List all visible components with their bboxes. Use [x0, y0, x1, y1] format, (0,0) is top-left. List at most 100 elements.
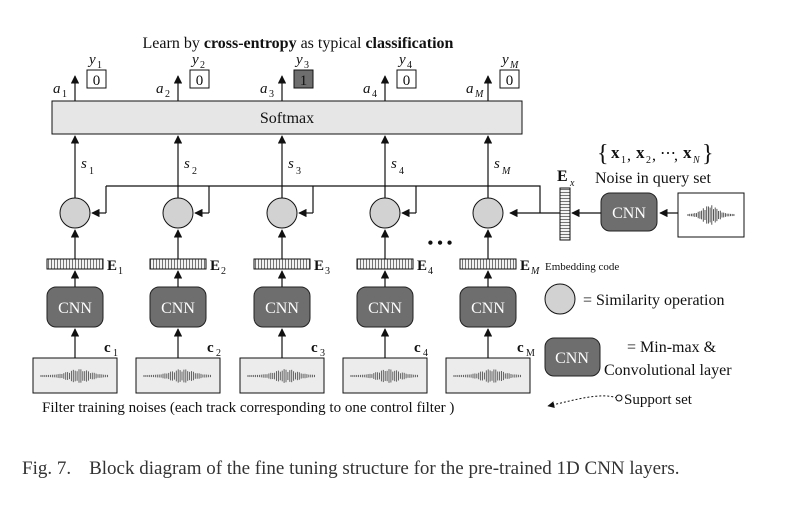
- input-label: c: [414, 340, 421, 356]
- embedding-label: E: [107, 258, 117, 274]
- embedding-label: E: [417, 258, 427, 274]
- target-label: y: [500, 52, 509, 68]
- svg-text:{: {: [597, 141, 609, 167]
- diagram-title: Learn by cross-entropy as typical classi…: [143, 35, 454, 52]
- target-label-sub: M: [509, 60, 519, 71]
- target-value: 1: [300, 73, 308, 89]
- target-value-box: [86, 69, 107, 89]
- support-set-dot: [615, 394, 623, 402]
- embedding-code-label: Embedding code: [545, 261, 619, 273]
- similarity-circle: [59, 197, 91, 229]
- target-label-sub: 1: [97, 60, 102, 71]
- target-value: 0: [403, 73, 411, 89]
- input-label-sub: 1: [113, 348, 118, 359]
- target-value: 0: [506, 73, 514, 89]
- output-label: a: [363, 81, 371, 97]
- cnn-label: CNN: [471, 300, 505, 317]
- target-value-box: [293, 69, 314, 89]
- embedding-label: E: [520, 258, 530, 274]
- output-label: a: [466, 81, 474, 97]
- output-label-sub: 4: [372, 89, 377, 100]
- input-label-sub: 2: [216, 348, 221, 359]
- target-value-box: [189, 69, 210, 89]
- svg-text:,: ,: [674, 147, 678, 164]
- embedding-bar: [253, 258, 311, 270]
- embedding-bar: [459, 258, 517, 270]
- target-value: 0: [196, 73, 204, 89]
- softmax-box: [51, 100, 523, 135]
- query-cnn-box: [600, 192, 658, 232]
- svg-text:x: x: [611, 143, 620, 162]
- embedding-bar: [46, 258, 104, 270]
- svg-text:N: N: [692, 155, 701, 166]
- cnn-label: CNN: [58, 300, 92, 317]
- figure-number: Fig. 7.: [22, 458, 72, 479]
- column-ellipsis: • • •: [428, 235, 453, 252]
- legend-cnn-line1: = Min-max &: [627, 339, 717, 356]
- target-label-sub: 4: [407, 60, 412, 71]
- target-label: y: [397, 52, 406, 68]
- query-waveform-icon: [687, 205, 735, 225]
- input-label-sub: 4: [423, 348, 428, 359]
- legend-cnn-box: [544, 337, 601, 377]
- query-embedding-bar: [559, 187, 571, 241]
- query-set-label: Noise in query set: [595, 170, 712, 187]
- cnn-label: CNN: [265, 300, 299, 317]
- legend-cnn-line2: Convolutional layer: [604, 362, 732, 379]
- embedding-bar: [356, 258, 414, 270]
- score-label-sub: 3: [296, 166, 301, 177]
- output-label-sub: 1: [62, 89, 67, 100]
- input-label-sub: 3: [320, 348, 325, 359]
- score-label-sub: M: [501, 166, 511, 177]
- score-label-sub: 4: [399, 166, 404, 177]
- target-value-box: [499, 69, 520, 89]
- output-label-sub: M: [474, 89, 484, 100]
- svg-text:,: ,: [652, 147, 656, 164]
- embedding-label-sub: 2: [221, 266, 226, 277]
- legend-similarity-label: = Similarity operation: [583, 292, 724, 309]
- query-embedding-label: E: [557, 168, 568, 185]
- score-label-sub: 2: [192, 166, 197, 177]
- output-label-sub: 3: [269, 89, 274, 100]
- input-label-sub: M: [526, 348, 535, 359]
- input-label: c: [207, 340, 214, 356]
- block-diagram: Learn by cross-entropy as typical classi…: [32, 35, 745, 416]
- cnn-label: CNN: [161, 300, 195, 317]
- svg-text:⋯: ⋯: [660, 145, 676, 162]
- cnn-label: CNN: [368, 300, 402, 317]
- embedding-label: E: [314, 258, 324, 274]
- score-label: s: [288, 156, 294, 172]
- training-waveform-icon: [40, 369, 108, 383]
- output-label: a: [53, 81, 61, 97]
- input-label: c: [517, 340, 524, 356]
- figure-caption-text: Block diagram of the fine tuning structu…: [89, 458, 680, 479]
- similarity-circle: [369, 197, 401, 229]
- query-embedding-sub: x: [569, 178, 575, 189]
- target-label: y: [87, 52, 96, 68]
- query-distribution-bus: [106, 185, 541, 213]
- svg-text:x: x: [683, 143, 692, 162]
- training-waveform-icon: [247, 369, 315, 383]
- embedding-label-sub: 4: [428, 266, 433, 277]
- softmax-label: Softmax: [260, 110, 314, 127]
- target-value: 0: [93, 73, 101, 89]
- output-label: a: [260, 81, 268, 97]
- filter-training-label: Filter training noises (each track corre…: [42, 400, 454, 416]
- target-value-box: [396, 69, 417, 89]
- score-label: s: [81, 156, 87, 172]
- target-label-sub: 2: [200, 60, 205, 71]
- embedding-label-sub: 3: [325, 266, 330, 277]
- training-waveform-icon: [143, 369, 211, 383]
- embedding-label: E: [210, 258, 220, 274]
- support-set-pointer: [547, 395, 618, 409]
- query-waveform-box: [677, 192, 745, 238]
- query-set-formula: { x 1 , x 2 , ⋯ , x N }: [597, 141, 714, 167]
- input-label: c: [311, 340, 318, 356]
- score-label: s: [391, 156, 397, 172]
- similarity-circle: [266, 197, 298, 229]
- svg-text:}: }: [702, 141, 714, 167]
